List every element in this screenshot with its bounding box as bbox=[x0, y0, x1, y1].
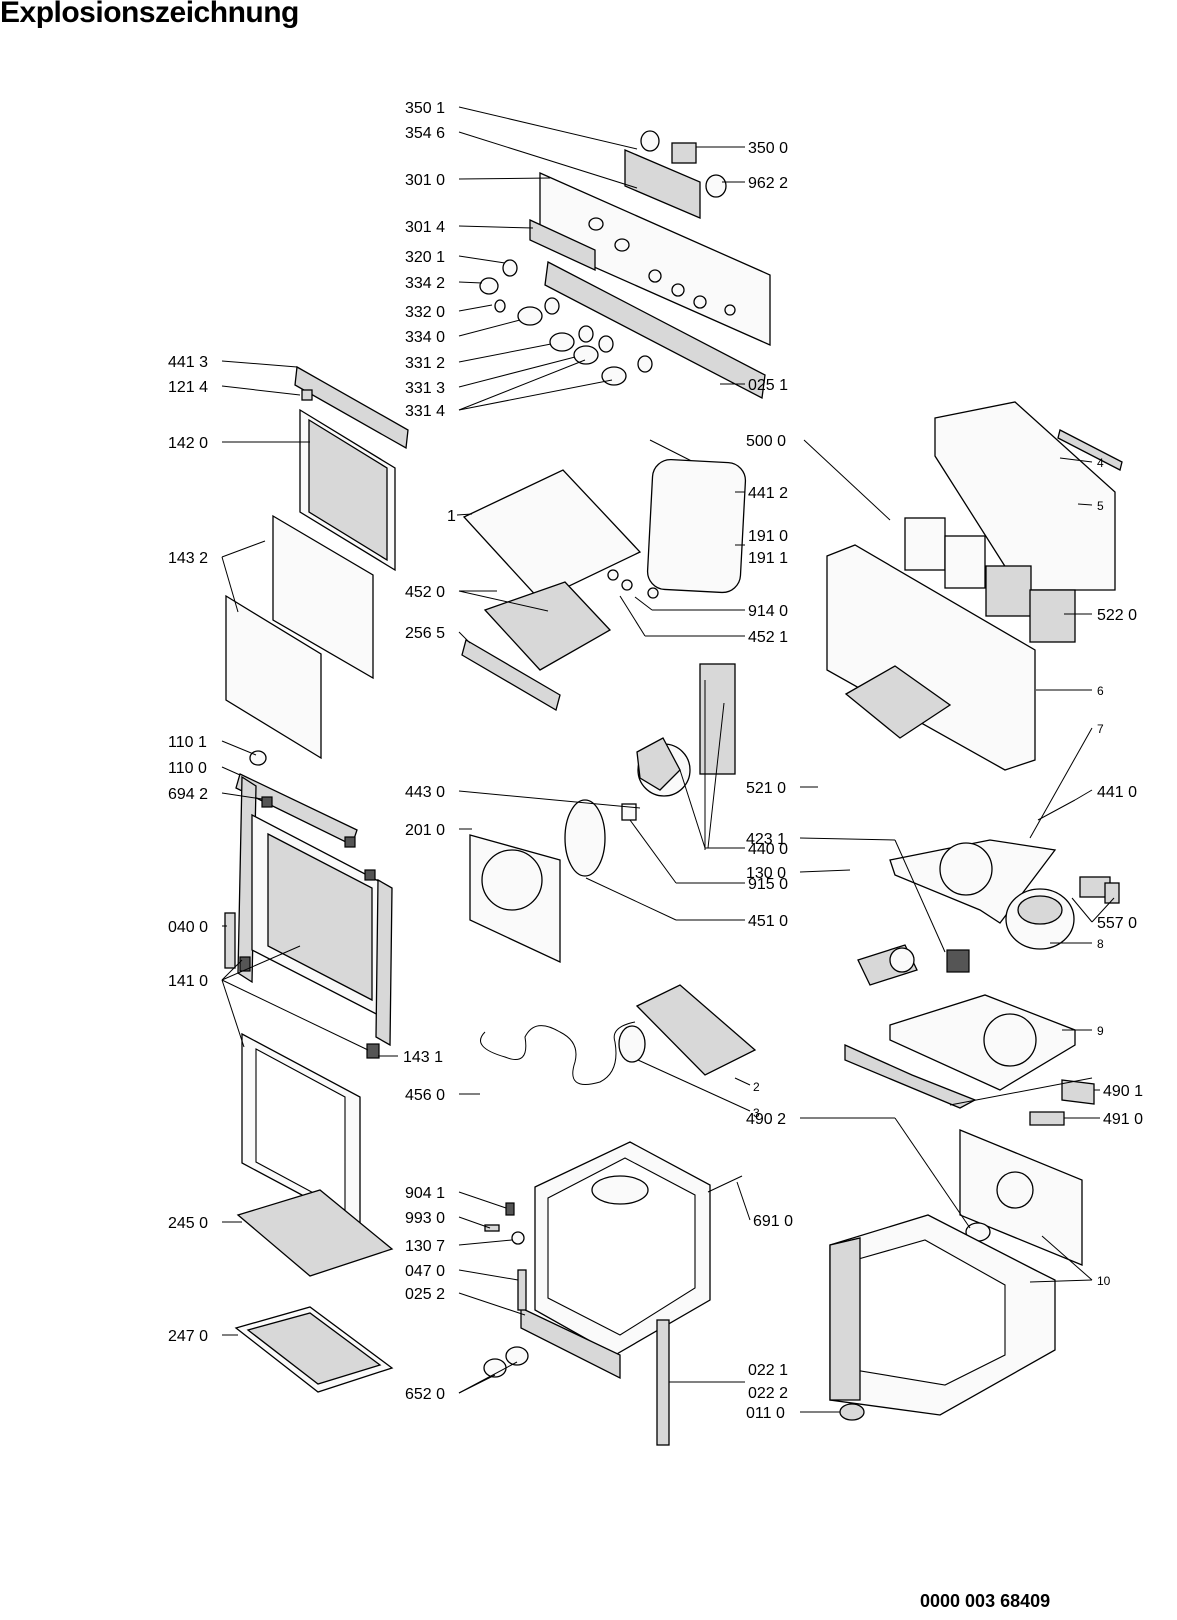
callout-0400: 040 0 bbox=[168, 919, 208, 936]
callout-4413: 441 3 bbox=[168, 354, 208, 371]
callout-3: 3 bbox=[753, 1106, 760, 1120]
callout-9: 9 bbox=[1097, 1024, 1104, 1038]
callout-1101: 110 1 bbox=[168, 734, 207, 751]
callout-2: 2 bbox=[753, 1080, 760, 1094]
callout-4510: 451 0 bbox=[748, 913, 788, 930]
document-number: 0000 003 68409 bbox=[920, 1591, 1051, 1611]
callout-9930: 993 0 bbox=[405, 1210, 445, 1227]
callout-3014: 301 4 bbox=[405, 219, 445, 236]
callout-4901: 490 1 bbox=[1103, 1083, 1143, 1100]
callout-3010: 301 0 bbox=[405, 172, 445, 189]
callout-4400: 440 0 bbox=[748, 841, 788, 858]
callout-6942: 694 2 bbox=[168, 786, 208, 803]
callout-4: 4 bbox=[1097, 456, 1104, 470]
callout-4560: 456 0 bbox=[405, 1087, 445, 1104]
right-electronics bbox=[826, 401, 1123, 1421]
callout-0252: 025 2 bbox=[405, 1286, 445, 1303]
callout-2470: 247 0 bbox=[168, 1328, 208, 1345]
callout-4910: 491 0 bbox=[1103, 1111, 1143, 1128]
callout-4430: 443 0 bbox=[405, 784, 445, 801]
callout-6: 6 bbox=[1097, 684, 1104, 698]
callout-3342: 334 2 bbox=[405, 275, 445, 292]
callout-4231: 423 1 bbox=[746, 831, 786, 848]
callout-0251: 025 1 bbox=[748, 377, 788, 394]
callout-3314: 331 4 bbox=[405, 403, 445, 420]
callout-4410: 441 0 bbox=[1097, 784, 1137, 801]
callout-1410: 141 0 bbox=[168, 973, 208, 990]
center-parts bbox=[461, 439, 747, 964]
callout-4412: 441 2 bbox=[748, 485, 788, 502]
callout-1432: 143 2 bbox=[168, 550, 208, 567]
callout-3340: 334 0 bbox=[405, 329, 445, 346]
callout-1: 1 bbox=[447, 508, 456, 525]
callout-5220: 522 0 bbox=[1097, 607, 1137, 624]
callout-1100: 110 0 bbox=[168, 760, 207, 777]
callout-1420: 142 0 bbox=[168, 435, 208, 452]
callout-3313: 331 3 bbox=[405, 380, 445, 397]
callout-1431: 143 1 bbox=[403, 1049, 443, 1066]
leader-lines bbox=[221, 106, 1115, 1413]
callout-0470: 047 0 bbox=[405, 1263, 445, 1280]
callout-1300: 130 0 bbox=[746, 865, 786, 882]
control-panel-group bbox=[479, 130, 771, 400]
callout-1307: 130 7 bbox=[405, 1238, 445, 1255]
callout-7: 7 bbox=[1097, 722, 1104, 736]
racks-and-trays bbox=[234, 1189, 394, 1393]
callout-10: 10 bbox=[1097, 1274, 1111, 1288]
callout-3312: 331 2 bbox=[405, 355, 445, 372]
callout-5000: 500 0 bbox=[746, 433, 786, 450]
callout-3500: 350 0 bbox=[748, 140, 788, 157]
callout-2010: 201 0 bbox=[405, 822, 445, 839]
callout-4902: 490 2 bbox=[746, 1111, 786, 1128]
callout-6520: 652 0 bbox=[405, 1386, 445, 1403]
callout-2450: 245 0 bbox=[168, 1215, 208, 1232]
callout-5570: 557 0 bbox=[1097, 915, 1137, 932]
callout-9622: 962 2 bbox=[748, 175, 788, 192]
callout-3546: 354 6 bbox=[405, 125, 445, 142]
callout-6910: 691 0 bbox=[753, 1213, 793, 1230]
callout-5210: 521 0 bbox=[746, 780, 786, 797]
door-group bbox=[224, 365, 409, 1228]
callout-labels: 350 1 354 6 301 0 301 4 320 1 334 2 332 … bbox=[168, 100, 1143, 1422]
oven-cavity-group bbox=[480, 984, 757, 1446]
callout-5: 5 bbox=[1097, 499, 1104, 513]
callout-3201: 320 1 bbox=[405, 249, 445, 266]
callout-0221: 022 1 bbox=[748, 1362, 788, 1379]
callout-3501: 350 1 bbox=[405, 100, 445, 117]
callout-0110: 011 0 bbox=[746, 1405, 785, 1422]
callout-2565: 256 5 bbox=[405, 625, 445, 642]
callout-8: 8 bbox=[1097, 937, 1104, 951]
callout-1911: 191 1 bbox=[748, 550, 788, 567]
page-title: Explosionszeichnung bbox=[0, 0, 299, 29]
callout-9140: 914 0 bbox=[748, 603, 788, 620]
callout-9150: 915 0 bbox=[748, 876, 788, 893]
callout-4521: 452 1 bbox=[748, 629, 788, 646]
callout-0222: 022 2 bbox=[748, 1385, 788, 1402]
callout-9041: 904 1 bbox=[405, 1185, 445, 1202]
callout-3320: 332 0 bbox=[405, 304, 445, 321]
callout-1214: 121 4 bbox=[168, 379, 208, 396]
callout-4520: 452 0 bbox=[405, 584, 445, 601]
callout-1910: 191 0 bbox=[748, 528, 788, 545]
